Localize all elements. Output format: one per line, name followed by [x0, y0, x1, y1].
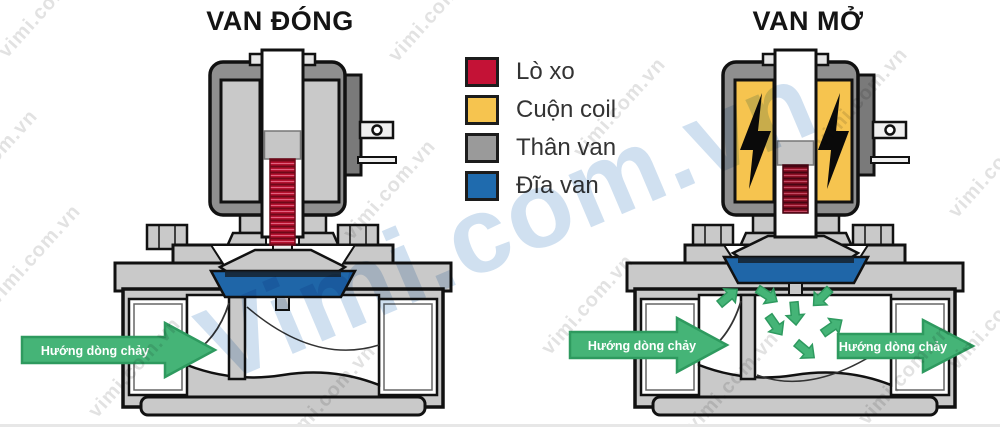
flow-arrow-outlet: Hướng dòng chảy — [836, 317, 976, 375]
coil-window-left — [219, 78, 262, 204]
valve-body — [625, 204, 965, 417]
lightning-icon — [740, 93, 771, 189]
image-bottom-edge — [0, 424, 1000, 427]
solenoid-coil — [208, 48, 347, 246]
seat-weir — [227, 295, 247, 381]
pin-hole-icon — [371, 124, 383, 136]
coil-color-swatch — [465, 95, 499, 125]
legend-row-body: Thân van — [465, 132, 616, 164]
legend-row-coil: Cuộn coil — [465, 94, 616, 126]
lightning-icon — [818, 93, 849, 189]
legend-label-coil: Cuộn coil — [516, 96, 617, 123]
spring-compressed — [782, 164, 809, 214]
legend: Lò xo Cuộn coil Thân van Đĩa van — [465, 56, 616, 208]
closed-valve-illustration: Hướng dòng chảy — [20, 48, 453, 417]
legend-row-spring: Lò xo — [465, 56, 616, 88]
legend-label-body: Thân van — [516, 134, 617, 161]
spring — [269, 158, 296, 246]
flow-arrow-inlet: Hướng dòng chảy — [20, 320, 218, 380]
body-color-swatch — [465, 133, 499, 163]
flow-arrows-small — [715, 284, 843, 359]
solenoid-coil-energized — [721, 48, 860, 239]
flow-arrow-inlet: Hướng dòng chảy — [568, 315, 730, 375]
legend-label-disc: Đĩa van — [516, 172, 599, 199]
legend-label-spring: Lò xo — [516, 58, 575, 85]
legend-row-disc: Đĩa van — [465, 170, 616, 202]
flow-direction-label: Hướng dòng chảy — [41, 344, 149, 358]
coil-window-right — [298, 78, 341, 204]
open-valve-illustration: Hướng dòng chảy Hướng dòng chảy — [568, 48, 976, 417]
flow-direction-label: Hướng dòng chảy — [839, 340, 947, 354]
outlet-port — [377, 297, 439, 397]
disc-color-swatch — [465, 171, 499, 201]
open-valve-title: VAN MỞ — [752, 6, 864, 36]
flow-direction-label: Hướng dòng chảy — [588, 339, 696, 353]
plunger — [776, 140, 815, 166]
plunger — [263, 130, 302, 160]
spring-color-swatch — [465, 57, 499, 87]
valve-disc-seated — [208, 269, 358, 311]
seat-weir — [739, 293, 757, 381]
pin-hole-icon — [884, 124, 896, 136]
valve-disc-raised — [721, 255, 871, 296]
closed-valve-title: VAN ĐÓNG — [206, 6, 354, 36]
